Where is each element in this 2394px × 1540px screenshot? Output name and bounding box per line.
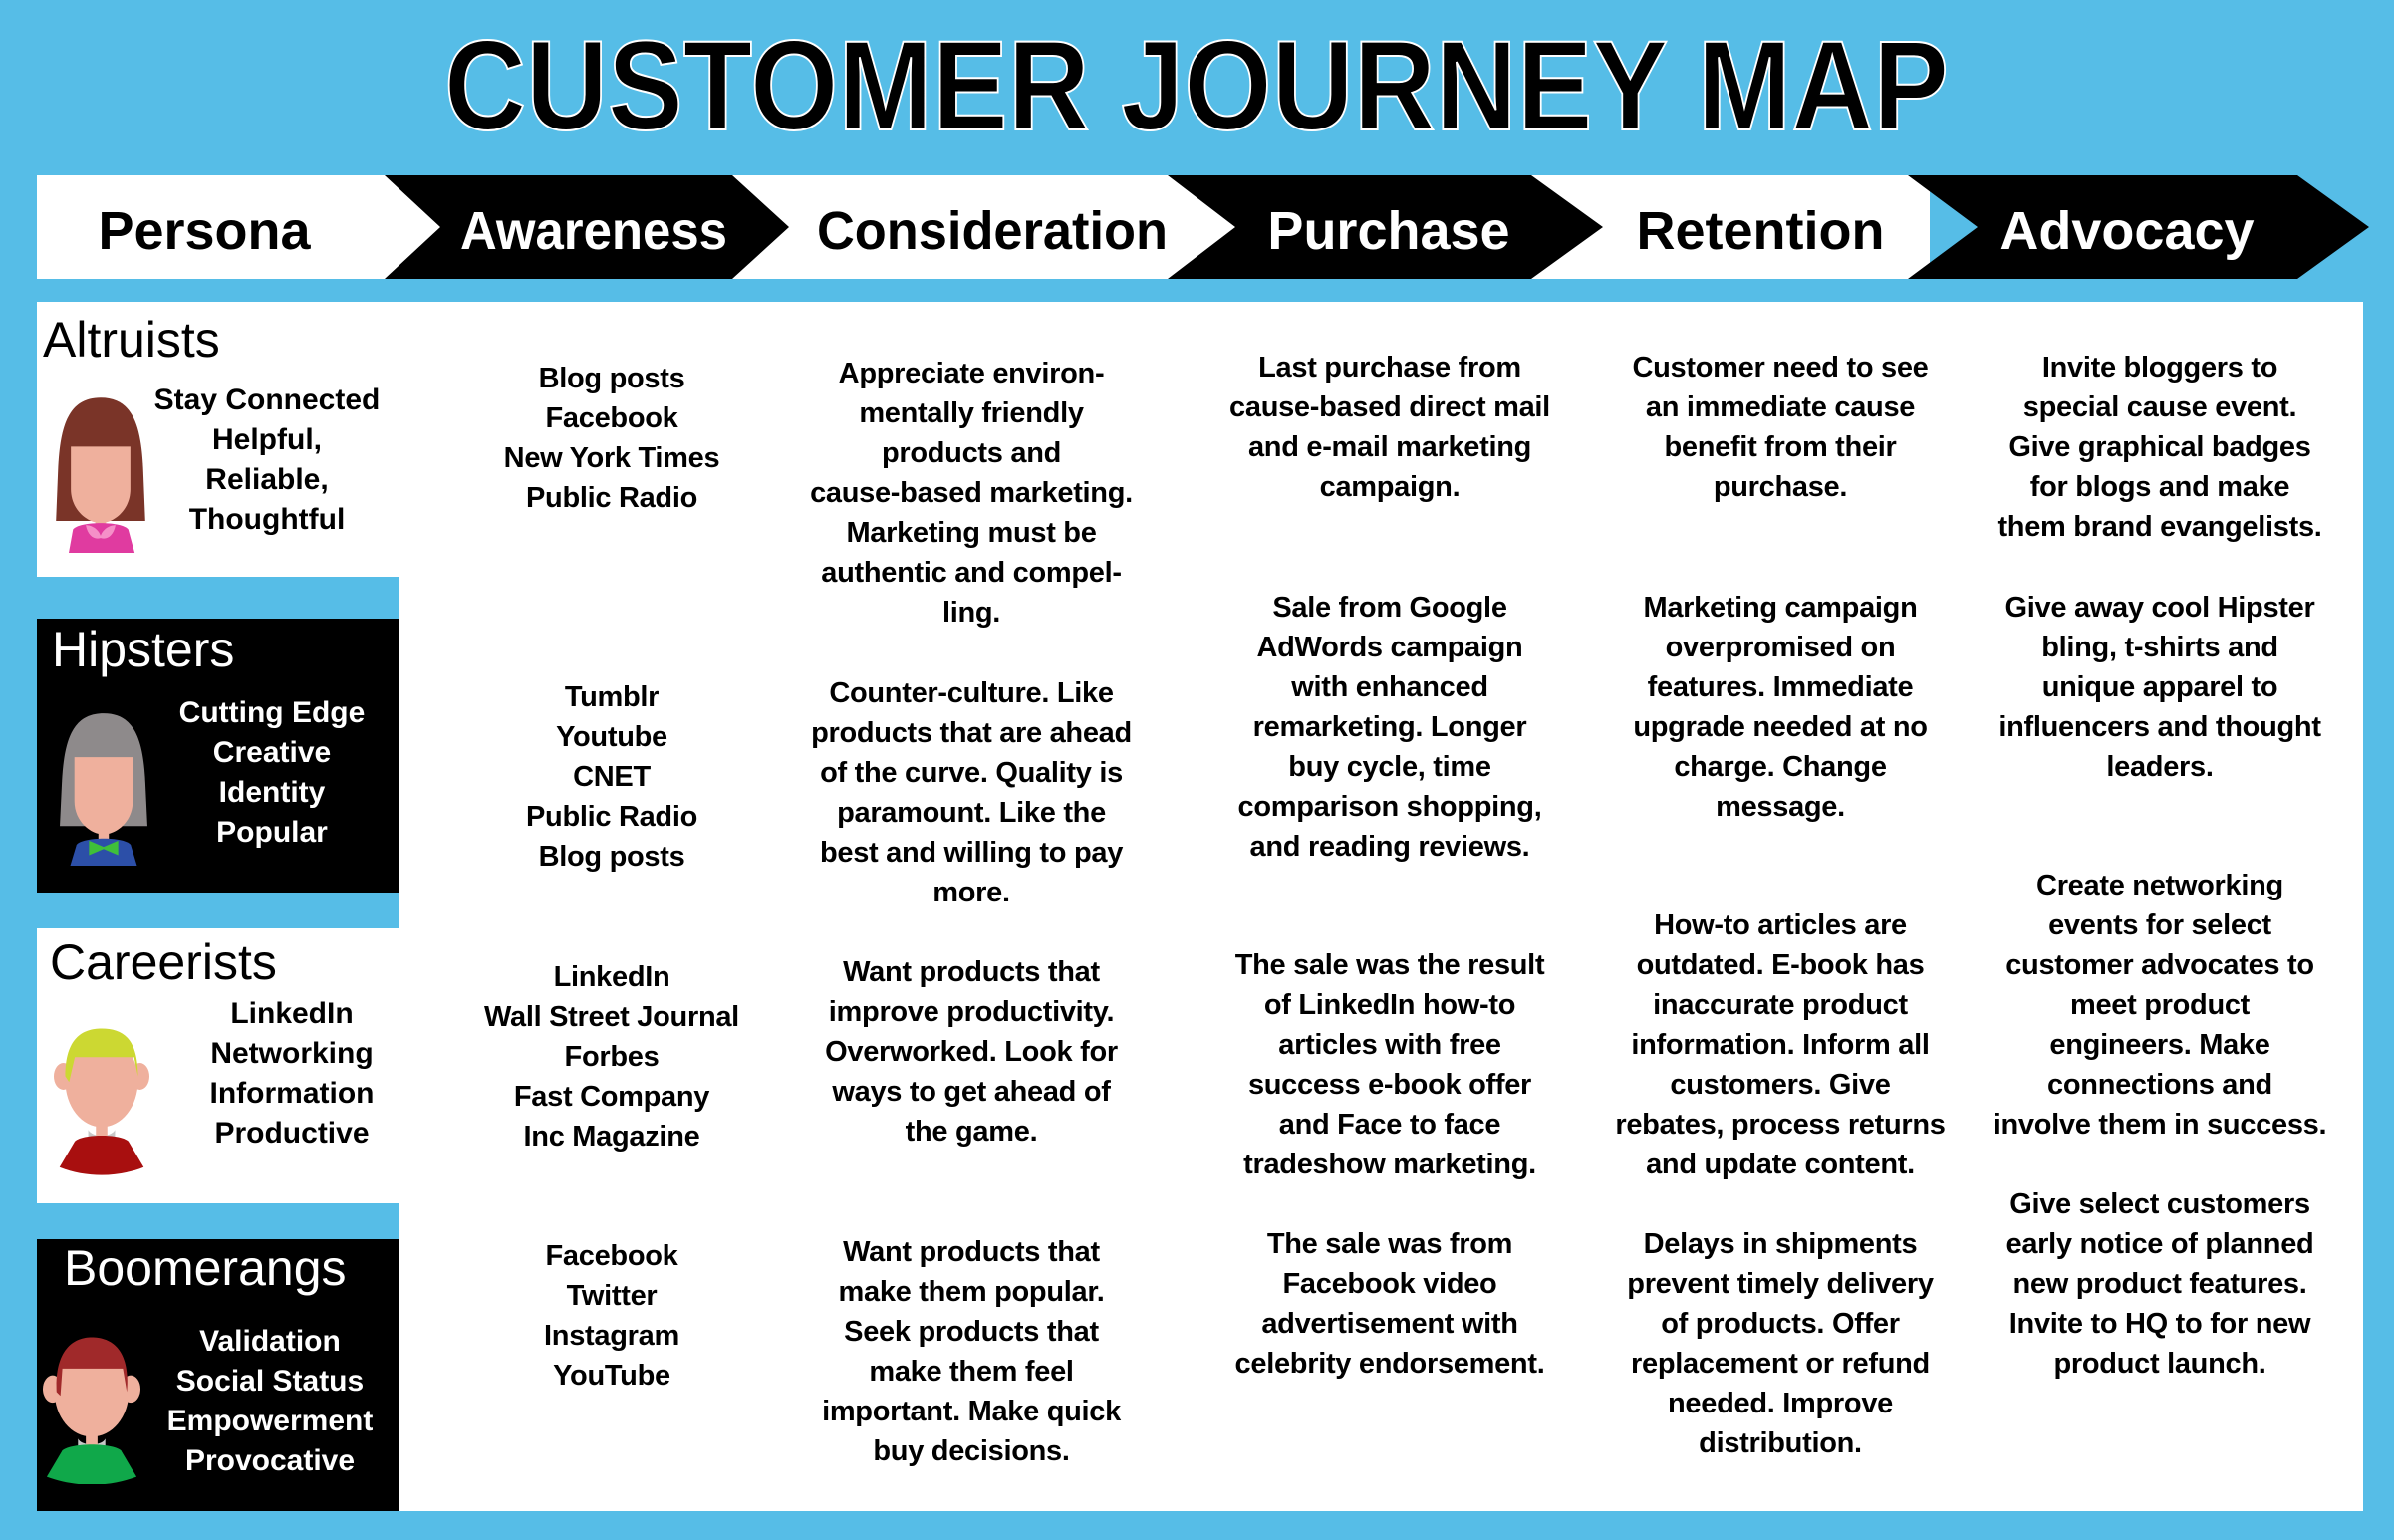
purchase-boomerangs: The sale was from Facebook video adverti… (1234, 1228, 1545, 1380)
header-white-band (37, 175, 1930, 279)
persona-gap (37, 1203, 399, 1239)
persona-traits-careerists: LinkedIn Networking Information Producti… (209, 997, 375, 1150)
persona-name-hipsters: Hipsters (52, 622, 235, 677)
hipster-avatar-icon (60, 713, 147, 866)
content-panel (37, 302, 2363, 1511)
consideration-boomerangs: Want products that make them popular. Se… (822, 1236, 1121, 1467)
stage-retention: Retention (1637, 201, 1885, 261)
persona-name-careerists: Careerists (50, 934, 277, 990)
purchase-altruists: Last purchase from cause-based direct ma… (1229, 352, 1550, 503)
boomerang-avatar-icon (43, 1337, 140, 1484)
advocacy-hipsters: Give away cool Hipster bling, t-shirts a… (1998, 592, 2321, 783)
stage-consideration: Consideration (817, 201, 1168, 261)
stage-purchase: Purchase (1267, 201, 1509, 261)
woman-avatar-icon (56, 397, 145, 553)
purchase-careerists: The sale was the result of LinkedIn how-… (1234, 949, 1545, 1180)
persona-traits-hipsters: Cutting Edge Creative Identity Popular (178, 696, 366, 849)
persona-name-altruists: Altruists (43, 312, 220, 368)
awareness-boomerangs: Facebook Twitter Instagram YouTube (544, 1240, 679, 1392)
retention-hipsters: Marketing campaign overpromised on featu… (1633, 592, 1928, 823)
stage-advocacy-chevron (1908, 175, 2369, 279)
purchase-hipsters: Sale from Google AdWords campaign with e… (1237, 592, 1542, 863)
retention-boomerangs: Delays in shipments prevent timely deliv… (1627, 1228, 1934, 1459)
persona-gap (37, 577, 399, 619)
advocacy-boomerangs: Give select customers early notice of pl… (2005, 1188, 2314, 1380)
persona-gap (37, 893, 399, 928)
consideration-altruists: Appreciate environ- mentally friendly pr… (810, 358, 1133, 629)
stage-advocacy: Advocacy (1999, 201, 2254, 261)
consideration-hipsters: Counter-culture. Like products that are … (811, 677, 1132, 908)
stage-awareness: Awareness (460, 201, 727, 261)
consideration-careerists: Want products that improve productivity.… (825, 956, 1118, 1148)
awareness-hipsters: Tumblr Youtube CNET Public Radio Blog po… (525, 681, 698, 873)
retention-careerists: How-to articles are outdated. E-book has… (1615, 909, 1946, 1180)
awareness-altruists: Blog posts Facebook New York Times Publi… (503, 363, 720, 514)
retention-altruists: Customer need to see an immediate cause … (1632, 352, 1929, 503)
persona-name-boomerangs: Boomerangs (64, 1240, 347, 1296)
stage-header-bar: Persona Awareness Consideration Purchase… (37, 175, 2369, 279)
page-title: CUSTOMER JOURNEY MAP (444, 15, 1949, 157)
advocacy-altruists: Invite bloggers to special cause event. … (1997, 352, 2322, 543)
advocacy-careerists: Create networking events for select cust… (1993, 870, 2327, 1141)
persona-traits-altruists: Stay Connected Helpful, Reliable, Though… (153, 384, 381, 536)
stage-purchase-chevron (1168, 175, 1603, 279)
careerist-avatar-icon (54, 1028, 149, 1175)
awareness-careerists: LinkedIn Wall Street Journal Forbes Fast… (484, 961, 739, 1153)
stage-awareness-chevron (385, 175, 789, 279)
persona-traits-boomerangs: Validation Social Status Empowerment Pro… (166, 1325, 374, 1477)
stage-persona: Persona (98, 201, 311, 261)
